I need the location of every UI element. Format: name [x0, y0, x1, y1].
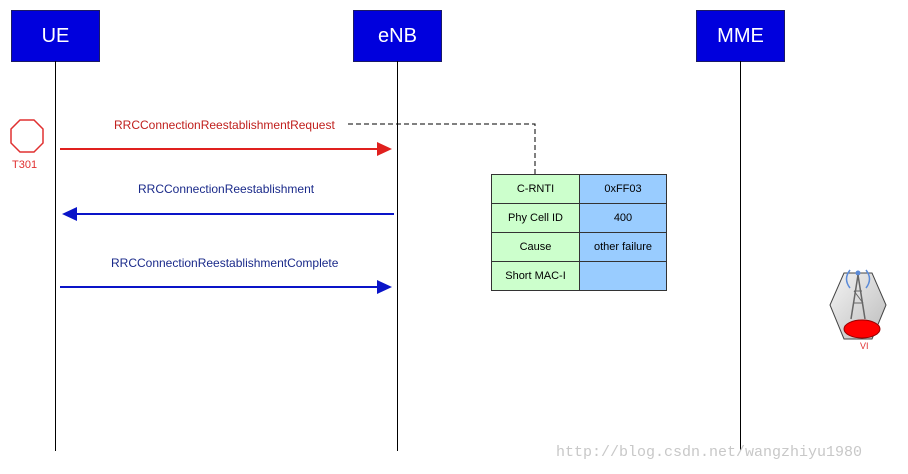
message-3-arrowhead — [377, 280, 392, 294]
entity-mme: MME — [696, 10, 785, 62]
message-3-label: RRCConnectionReestablishmentComplete — [111, 256, 339, 270]
ie-field: Short MAC-I — [491, 261, 580, 291]
entity-ue-label: UE — [41, 24, 70, 47]
message-1-arrowhead — [377, 142, 392, 156]
entity-enb-label: eNB — [378, 24, 417, 47]
ie-row: Phy Cell ID 400 — [491, 203, 667, 233]
entity-mme-label: MME — [717, 24, 764, 47]
tower-icon — [829, 269, 887, 340]
lifeline-enb — [397, 61, 398, 451]
message-2-label: RRCConnectionReestablishment — [138, 182, 315, 196]
watermark: http://blog.csdn.net/wangzhiyu1980 — [556, 444, 863, 461]
ie-value — [579, 261, 667, 291]
ie-field: C-RNTI — [491, 174, 580, 204]
timer-label: T301 — [12, 159, 38, 171]
ie-value: other failure — [579, 232, 667, 262]
ie-value: 0xFF03 — [579, 174, 667, 204]
ie-row: Short MAC-I — [491, 261, 667, 291]
ie-row: Cause other failure — [491, 232, 667, 262]
ie-row: C-RNTI 0xFF03 — [491, 174, 667, 204]
entity-ue: UE — [11, 10, 100, 62]
lifeline-ue — [55, 61, 56, 451]
ie-connector-line — [348, 123, 536, 174]
ie-value: 400 — [579, 203, 667, 233]
vi-label: VI — [860, 341, 869, 351]
message-1-label: RRCConnectionReestablishmentRequest — [114, 118, 335, 132]
timer-stop-icon — [10, 119, 44, 153]
ie-field: Cause — [491, 232, 580, 262]
lifeline-mme — [740, 61, 741, 451]
ie-table: C-RNTI 0xFF03 Phy Cell ID 400 Cause othe… — [491, 174, 667, 291]
ie-field: Phy Cell ID — [491, 203, 580, 233]
message-2-arrowhead — [62, 207, 77, 221]
